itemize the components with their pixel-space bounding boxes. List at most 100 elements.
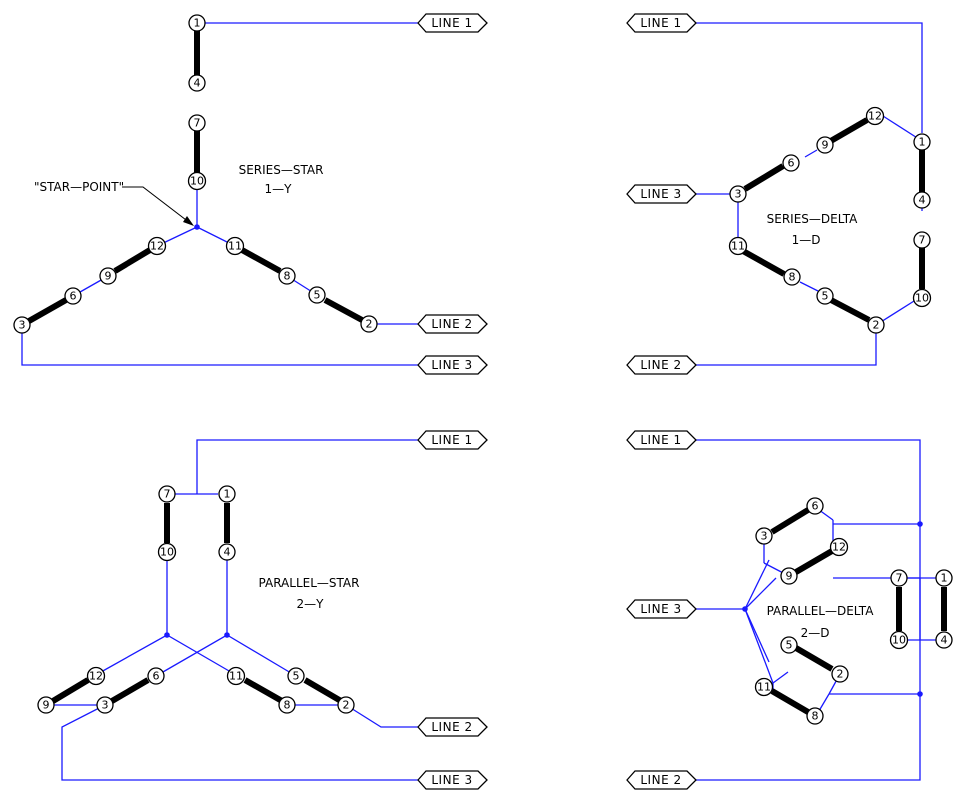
terminal: 12 — [865, 106, 885, 126]
star-point-dot — [164, 632, 170, 638]
winding-coil — [829, 297, 871, 323]
terminal: 8 — [783, 268, 801, 286]
terminal: 9 — [37, 696, 55, 714]
diagram-parallel-star: PARALLEL—STAR 2—Y 7 1 10 4 12 9 6 3 11 8… — [37, 430, 488, 790]
svg-text:2: 2 — [343, 699, 350, 712]
svg-text:LINE 1: LINE 1 — [640, 16, 681, 30]
svg-text:10: 10 — [190, 175, 204, 188]
wire — [744, 577, 777, 610]
svg-text:12: 12 — [832, 541, 846, 554]
svg-text:9: 9 — [822, 139, 829, 152]
terminal: 5 — [780, 636, 798, 654]
winding-coil — [743, 163, 785, 192]
svg-text:1: 1 — [194, 17, 201, 30]
terminal: 1 — [913, 133, 931, 151]
wire — [196, 439, 418, 494]
svg-text:1: 1 — [224, 488, 231, 501]
svg-text:4: 4 — [941, 634, 948, 647]
svg-text:4: 4 — [919, 194, 926, 207]
diagram-series-delta: SERIES—DELTA 1—D 12 9 6 3 11 8 5 2 1 4 7… — [626, 13, 932, 375]
terminal: 2 — [831, 665, 849, 683]
terminal: 9 — [780, 567, 798, 585]
diagram-title: SERIES—STAR — [239, 163, 324, 177]
line-tag: LINE 1 — [626, 430, 697, 450]
terminal: 9 — [99, 267, 117, 285]
wire — [804, 149, 818, 158]
terminal: 12 — [86, 666, 106, 686]
svg-text:6: 6 — [812, 500, 819, 513]
svg-text:11: 11 — [228, 240, 242, 253]
winding-coil — [827, 117, 869, 145]
svg-text:11: 11 — [731, 240, 745, 253]
terminal: 8 — [806, 707, 824, 725]
terminal: 4 — [218, 543, 236, 561]
diagram-title: PARALLEL—STAR — [259, 576, 360, 590]
svg-text:1: 1 — [919, 136, 926, 149]
terminal: 8 — [278, 267, 296, 285]
svg-text:8: 8 — [812, 710, 819, 723]
annotation-leader — [122, 186, 191, 224]
svg-text:6: 6 — [788, 157, 795, 170]
junction-dot — [742, 606, 748, 612]
diagram-series-star: "STAR—POINT" SERIES—STAR 1—Y 1 4 7 10 11… — [13, 13, 488, 375]
wire — [61, 704, 418, 781]
winding-coil — [113, 247, 152, 274]
star-point-dot — [194, 224, 200, 230]
line-tag: LINE 1 — [626, 13, 697, 33]
terminal: 4 — [935, 631, 953, 649]
terminal: 6 — [782, 154, 800, 172]
svg-text:LINE 3: LINE 3 — [431, 358, 472, 372]
terminal: 1 — [188, 14, 206, 32]
terminal: 9 — [816, 136, 834, 154]
terminal: 5 — [308, 286, 326, 304]
line-tag: LINE 2 — [417, 717, 488, 737]
svg-text:12: 12 — [868, 110, 882, 123]
terminal: 11 — [226, 666, 246, 686]
svg-text:1: 1 — [941, 572, 948, 585]
winding-coil — [240, 247, 282, 274]
winding-coil — [51, 677, 90, 704]
svg-text:4: 4 — [224, 546, 231, 559]
wire — [100, 634, 168, 673]
terminal: 10 — [157, 542, 177, 562]
terminal: 6 — [147, 667, 165, 685]
svg-text:LINE 3: LINE 3 — [640, 187, 681, 201]
terminal: 11 — [225, 236, 245, 256]
svg-text:10: 10 — [915, 292, 929, 305]
svg-text:LINE 3: LINE 3 — [640, 602, 681, 616]
wire — [744, 608, 774, 684]
junction-dot — [917, 691, 923, 697]
line-tag: LINE 2 — [626, 770, 697, 790]
wire — [345, 704, 418, 728]
svg-text:7: 7 — [194, 117, 201, 130]
svg-text:7: 7 — [896, 572, 903, 585]
svg-text:4: 4 — [194, 77, 201, 90]
line-tag: LINE 2 — [417, 314, 488, 334]
wire — [799, 281, 819, 292]
wire — [226, 634, 297, 677]
wire — [772, 671, 789, 684]
svg-text:2: 2 — [366, 318, 373, 331]
diagram-subtitle: 2—D — [801, 626, 830, 640]
terminal: 12 — [829, 537, 849, 557]
svg-text:LINE 2: LINE 2 — [640, 773, 681, 787]
svg-text:12: 12 — [89, 670, 103, 683]
diagram-title: SERIES—DELTA — [767, 212, 859, 226]
terminal: 2 — [867, 316, 885, 334]
terminal: 2 — [360, 315, 378, 333]
svg-text:9: 9 — [786, 570, 793, 583]
svg-text:LINE 2: LINE 2 — [431, 720, 472, 734]
winding-coil — [770, 688, 810, 715]
svg-text:LINE 2: LINE 2 — [431, 317, 472, 331]
star-point-dot — [224, 632, 230, 638]
terminal: 7 — [890, 569, 908, 587]
svg-text:7: 7 — [164, 488, 171, 501]
svg-text:LINE 1: LINE 1 — [431, 16, 472, 30]
winding-coil — [303, 677, 343, 704]
line-tag: LINE 2 — [626, 355, 697, 375]
terminal: 1 — [935, 569, 953, 587]
diagram-subtitle: 1—D — [792, 233, 821, 247]
terminal: 6 — [806, 497, 824, 515]
terminal: 7 — [913, 231, 931, 249]
